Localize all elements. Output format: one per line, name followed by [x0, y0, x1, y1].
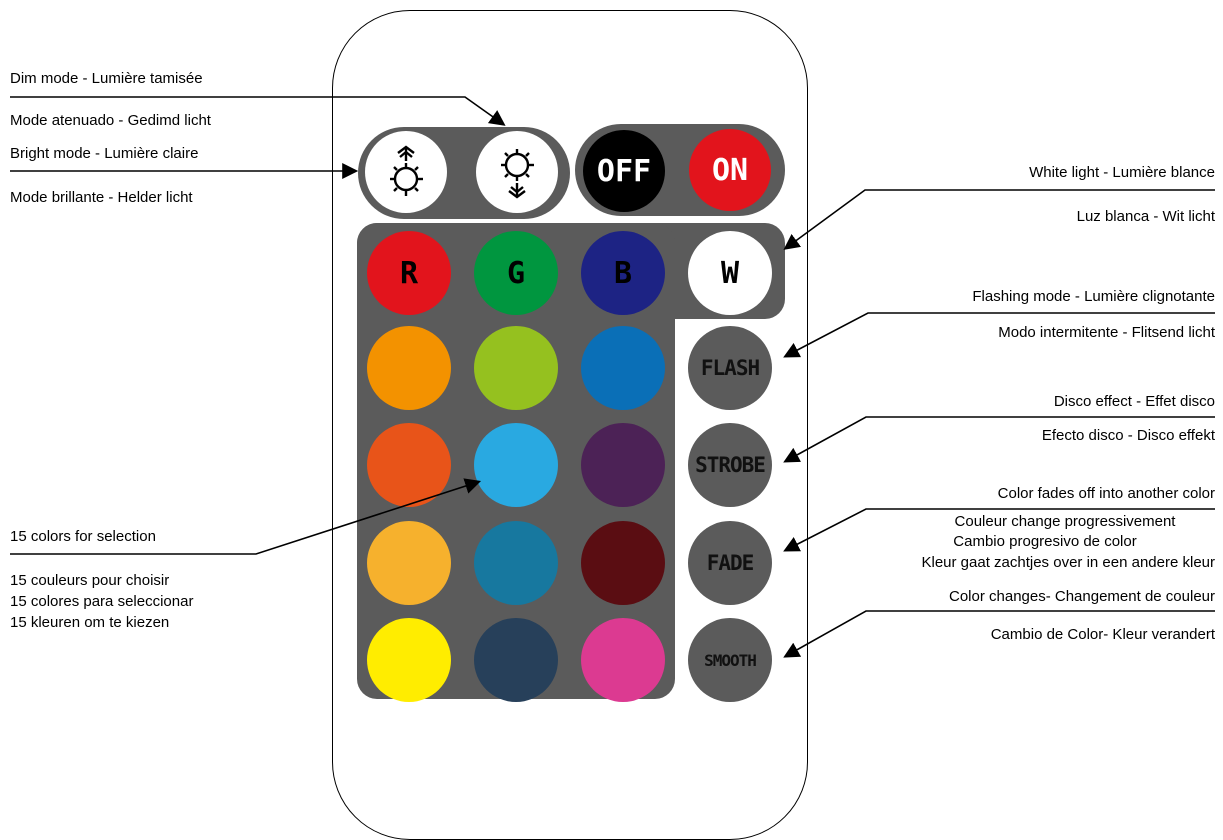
- red-button[interactable]: R: [367, 231, 451, 315]
- color-swatch-button[interactable]: [367, 423, 451, 507]
- fade-label-es: Cambio progresivo de color: [953, 533, 1137, 550]
- color-swatch-button[interactable]: [474, 423, 558, 507]
- fade-label-fr: Couleur change progressivement: [954, 513, 1176, 530]
- colors-label-es: 15 colores para seleccionar: [10, 593, 194, 610]
- green-button[interactable]: G: [474, 231, 558, 315]
- colors-label-en: 15 colors for selection: [10, 528, 156, 545]
- white-label-es-nl: Luz blanca - Wit licht: [1076, 208, 1215, 225]
- strobe-label-en-fr: Disco effect - Effet disco: [1053, 393, 1215, 410]
- color-swatch-button[interactable]: [581, 521, 665, 605]
- color-swatch-button[interactable]: [581, 423, 665, 507]
- fade-button[interactable]: FADE: [688, 521, 772, 605]
- strobe-label-es-nl: Efecto disco - Disco effekt: [1041, 427, 1215, 444]
- color-swatch-button[interactable]: [367, 618, 451, 702]
- smooth-button[interactable]: SMOOTH: [688, 618, 772, 702]
- color-swatch-button[interactable]: [367, 326, 451, 410]
- bright-sun-icon: [390, 145, 423, 196]
- fade-label-en: Color fades off into another color: [997, 485, 1215, 502]
- color-swatch-button[interactable]: [581, 326, 665, 410]
- dim-label-es-nl: Mode atenuado - Gedimd licht: [10, 112, 211, 129]
- dim-label-en-fr: Dim mode - Lumière tamisée: [10, 70, 203, 87]
- colors-label-fr: 15 couleurs pour choisir: [10, 572, 170, 589]
- flash-label-en-fr: Flashing mode - Lumière clignotante: [972, 288, 1215, 305]
- bright-label-es-nl: Mode brillante - Helder licht: [10, 189, 193, 206]
- white-label-en-fr: White light - Lumière blance: [1029, 164, 1215, 181]
- color-swatch-button[interactable]: [474, 618, 558, 702]
- smooth-label-es-nl: Cambio de Color- Kleur verandert: [990, 626, 1215, 643]
- fade-label-nl: Kleur gaat zachtjes over in een andere k…: [921, 554, 1215, 571]
- off-button[interactable]: OFF: [583, 130, 665, 212]
- smooth-label-en-fr: Color changes- Changement de couleur: [949, 588, 1215, 605]
- strobe-button[interactable]: STROBE: [688, 423, 772, 507]
- bright-mode-button[interactable]: [365, 131, 447, 213]
- dim-mode-button[interactable]: [476, 131, 558, 213]
- dim-sun-icon: [501, 149, 534, 199]
- flash-label-es-nl: Modo intermitente - Flitsend licht: [998, 324, 1215, 341]
- color-swatch-button[interactable]: [474, 326, 558, 410]
- on-button[interactable]: ON: [689, 129, 771, 211]
- white-button[interactable]: W: [688, 231, 772, 315]
- color-swatch-button[interactable]: [581, 618, 665, 702]
- blue-button[interactable]: B: [581, 231, 665, 315]
- color-swatch-button[interactable]: [367, 521, 451, 605]
- flash-button[interactable]: FLASH: [688, 326, 772, 410]
- bright-label-en-fr: Bright mode - Lumière claire: [10, 145, 199, 162]
- colors-label-nl: 15 kleuren om te kiezen: [10, 614, 170, 631]
- color-swatch-button[interactable]: [474, 521, 558, 605]
